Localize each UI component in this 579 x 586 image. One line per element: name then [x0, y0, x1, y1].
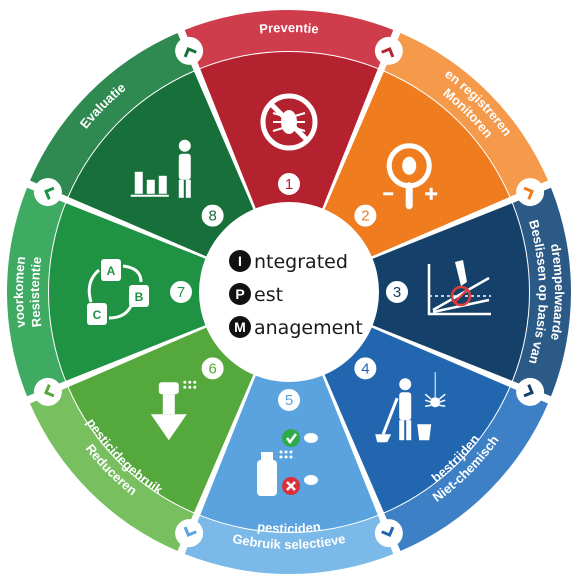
- chevron-6-icon: [33, 377, 62, 406]
- segment-7-label-line-1: Resistentie: [27, 256, 44, 328]
- chevron-7-icon: [33, 178, 62, 207]
- rotation-label-2: B: [135, 290, 144, 304]
- svg-text:1: 1: [285, 176, 293, 193]
- chevrons-layer: [33, 36, 545, 548]
- icons-layer: A B C: [87, 93, 491, 496]
- segment-4-rim: [384, 387, 549, 552]
- numbers-layer: 1 2 3 4 5 6 7 8: [168, 171, 410, 413]
- svg-text:5: 5: [285, 392, 293, 409]
- center-line-integrated: I ntegrated: [229, 250, 348, 273]
- initial-badge-m: [229, 316, 251, 338]
- segment-5-number: 5: [276, 387, 302, 413]
- reduce-spray-icon: [150, 380, 197, 441]
- svg-text:3: 3: [393, 284, 401, 301]
- rotation-bottle-3: [87, 303, 107, 325]
- initial-i: I: [238, 253, 242, 269]
- segment-1-number: 1: [276, 171, 302, 197]
- segment-5-label-line-2: pesticiden: [257, 519, 322, 536]
- initial-badge-p: [229, 283, 251, 305]
- segment-8-number: 8: [199, 202, 226, 229]
- rotation-label-3: C: [93, 308, 102, 322]
- segment-6-number: 6: [199, 355, 226, 382]
- word-management: anagement: [254, 317, 363, 339]
- segment-1-rim: [184, 9, 394, 69]
- rotation-bottle-2: [129, 285, 149, 307]
- svg-text:2: 2: [361, 208, 369, 225]
- segment-5-rim: [184, 515, 394, 574]
- segment-3-label-line-2: drempelwaarde: [548, 243, 567, 342]
- initial-p: P: [235, 286, 244, 302]
- selective-spray-icon: [257, 429, 318, 496]
- segment-8-rim: [29, 32, 194, 197]
- chevron-5-icon: [175, 519, 204, 548]
- magnifier-tick-icon: [383, 143, 438, 210]
- cleaning-person-icon: [375, 372, 446, 443]
- segment-3-rim: [512, 187, 571, 397]
- svg-text:4: 4: [361, 360, 369, 377]
- threshold-chart-icon: [427, 260, 491, 316]
- segment-6-rim: [29, 387, 194, 552]
- segment-3-wedge: [370, 203, 529, 381]
- chevron-2-icon: [516, 178, 545, 207]
- chevron-8-icon: [175, 36, 204, 65]
- center-disc: [199, 202, 379, 382]
- svg-text:8: 8: [208, 208, 216, 225]
- segment-5-label-line-1: Gebruik selectieve: [231, 531, 346, 552]
- svg-text:6: 6: [208, 360, 216, 377]
- segment-2-rim: [384, 32, 549, 197]
- rotation-cycle-icon: A B C: [87, 259, 149, 325]
- segment-5-wedge: [200, 373, 378, 533]
- segment-7-label-line-2: voorkomen: [11, 256, 28, 329]
- no-pest-icon: [260, 93, 318, 151]
- rotation-label-1: A: [107, 264, 116, 278]
- word-integrated: ntegrated: [254, 251, 348, 273]
- svg-text:7: 7: [177, 284, 185, 301]
- segment-7-wedge: [48, 203, 208, 381]
- center-title: I ntegrated P est M anagement: [229, 250, 363, 339]
- segment-4-number: 4: [352, 355, 379, 382]
- center-line-management: M anagement: [229, 316, 363, 339]
- evaluation-icon: [130, 139, 191, 198]
- word-pest: est: [254, 284, 283, 306]
- segment-7-rim: [7, 187, 66, 397]
- segment-2-number: 2: [352, 202, 379, 229]
- rotation-bottle-1: [101, 259, 121, 281]
- segments-layer: [7, 9, 571, 574]
- center-line-pest: P est: [229, 283, 283, 306]
- chevron-1-icon: [374, 36, 403, 65]
- chevron-3-icon: [516, 377, 545, 406]
- segment-1-label-line-1: Preventie: [259, 20, 320, 37]
- initial-m: M: [234, 319, 246, 335]
- initial-badge-i: [229, 250, 251, 272]
- segment-7-number: 7: [168, 279, 194, 305]
- chevron-4-icon: [374, 519, 403, 548]
- segment-3-number: 3: [384, 279, 410, 305]
